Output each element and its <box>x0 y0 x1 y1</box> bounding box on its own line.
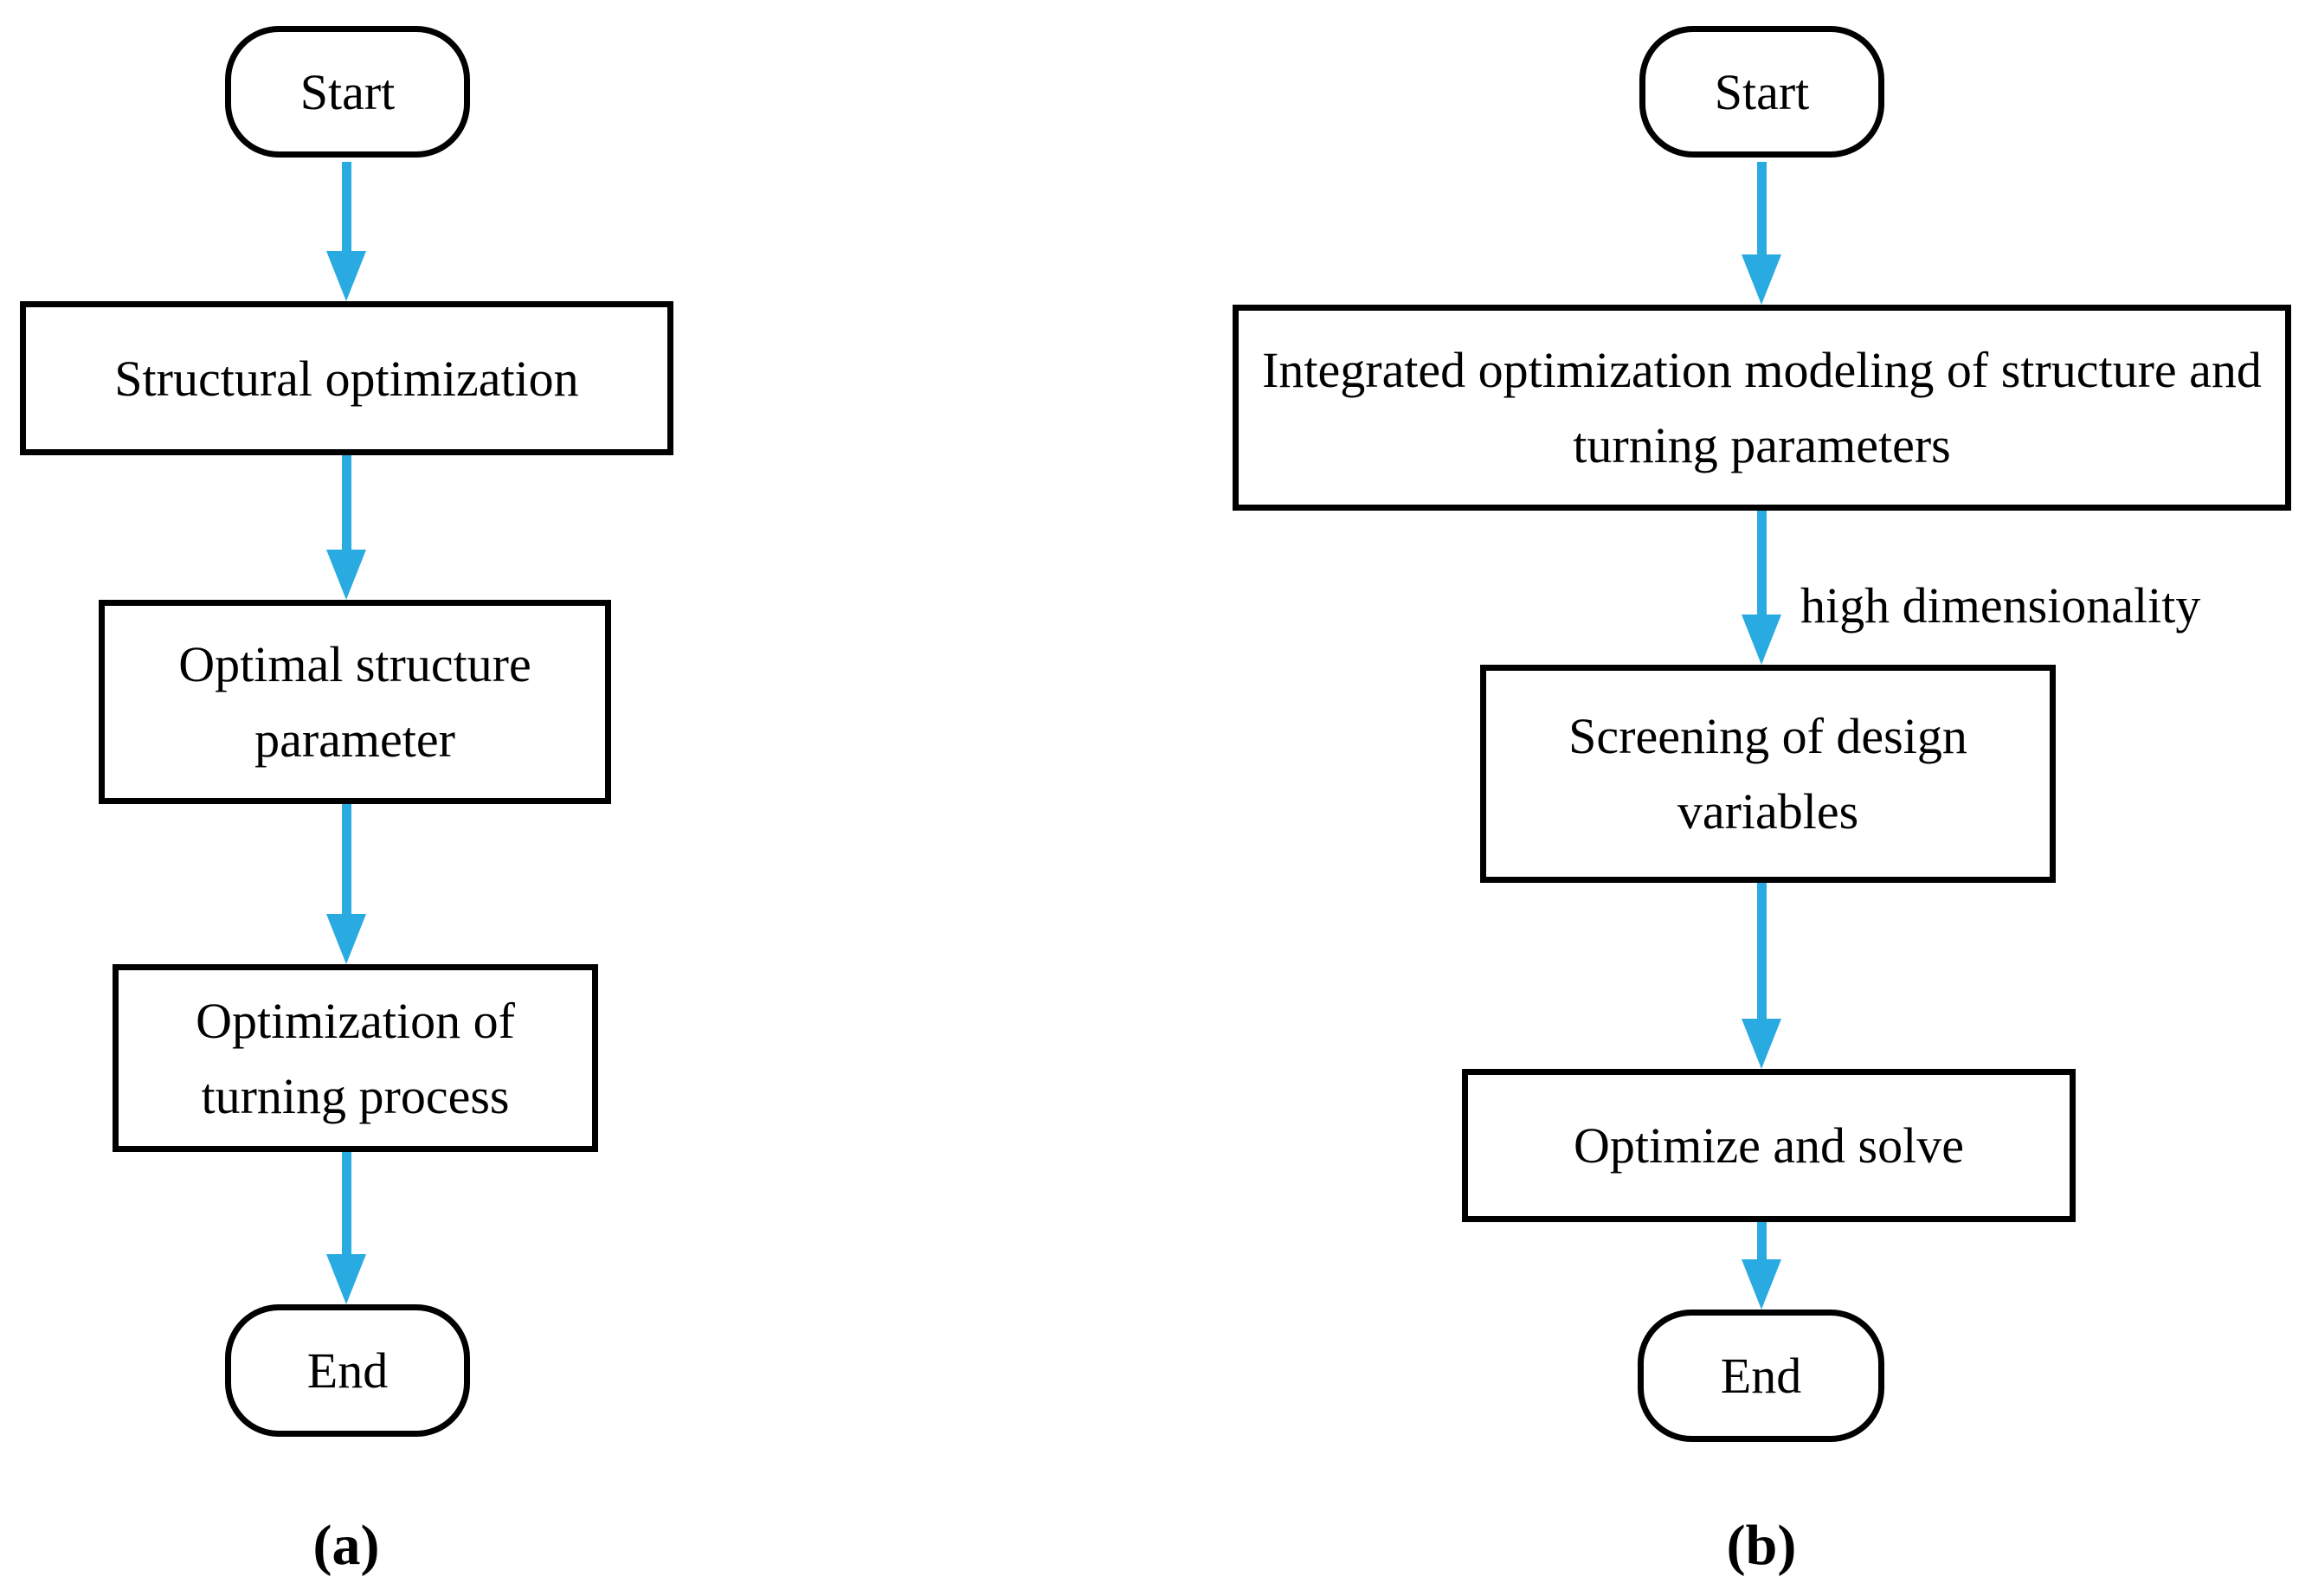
terminator-node-end-b: End <box>1638 1310 1884 1442</box>
node-label: Optimize and solve <box>1573 1117 1964 1174</box>
arrow-stem <box>1756 511 1767 615</box>
process-node-optimization-of-turning-process: Optimization of turning process <box>113 964 598 1152</box>
arrowhead-down-icon <box>326 251 366 301</box>
arrow-stem <box>1756 162 1767 254</box>
arrow-stem <box>1756 883 1767 1019</box>
arrowhead-down-icon <box>1742 615 1781 665</box>
terminator-node-start-b: Start <box>1639 26 1884 158</box>
node-label: End <box>306 1342 389 1399</box>
arrow-stem <box>341 162 351 251</box>
subfigure-caption-b: (b) <box>1726 1514 1797 1577</box>
subfigure-caption-a: (a) <box>312 1514 380 1577</box>
flow-arrow-a4 <box>326 1152 366 1304</box>
arrowhead-down-icon <box>1742 1019 1781 1069</box>
flow-arrow-b3 <box>1742 883 1781 1069</box>
node-label: Screening of design variables <box>1568 708 1967 840</box>
node-label: Integrated optimization modeling of stru… <box>1262 342 2262 473</box>
arrow-stem <box>341 455 351 550</box>
arrowhead-down-icon <box>326 550 366 600</box>
node-label: Optimal structure parameter <box>178 636 531 768</box>
node-label: Start <box>1714 63 1810 120</box>
flow-arrow-a3 <box>326 804 366 964</box>
arrowhead-down-icon <box>326 1254 366 1304</box>
arrowhead-down-icon <box>1742 254 1781 305</box>
node-label: Optimization of turning process <box>196 992 515 1124</box>
process-node-integrated-optimization-modeling: Integrated optimization modeling of stru… <box>1233 305 2291 511</box>
terminator-node-start-a: Start <box>225 26 470 158</box>
arrow-stem <box>1756 1222 1767 1259</box>
flow-arrow-a2 <box>326 455 366 600</box>
flow-arrow-b1 <box>1742 162 1781 305</box>
arrowhead-down-icon <box>326 914 366 964</box>
process-node-optimize-and-solve: Optimize and solve <box>1462 1069 2076 1222</box>
node-label: Structural optimization <box>114 350 579 407</box>
node-label: End <box>1720 1348 1802 1404</box>
process-node-optimal-structure-parameter: Optimal structure parameter <box>99 600 611 804</box>
terminator-node-end-a: End <box>225 1304 470 1437</box>
flow-arrow-a1 <box>326 162 366 301</box>
arrow-stem <box>341 1152 351 1254</box>
flow-arrow-b2 <box>1742 511 1781 665</box>
arrowhead-down-icon <box>1742 1259 1781 1310</box>
node-label: Start <box>299 63 396 120</box>
arrow-stem <box>341 804 351 914</box>
process-node-structural-optimization: Structural optimization <box>20 301 673 455</box>
process-node-screening-of-design-variables: Screening of design variables <box>1480 665 2056 883</box>
flow-arrow-b4 <box>1742 1222 1781 1310</box>
edge-label-high-dimensionality: high dimensionality <box>1800 577 2201 634</box>
